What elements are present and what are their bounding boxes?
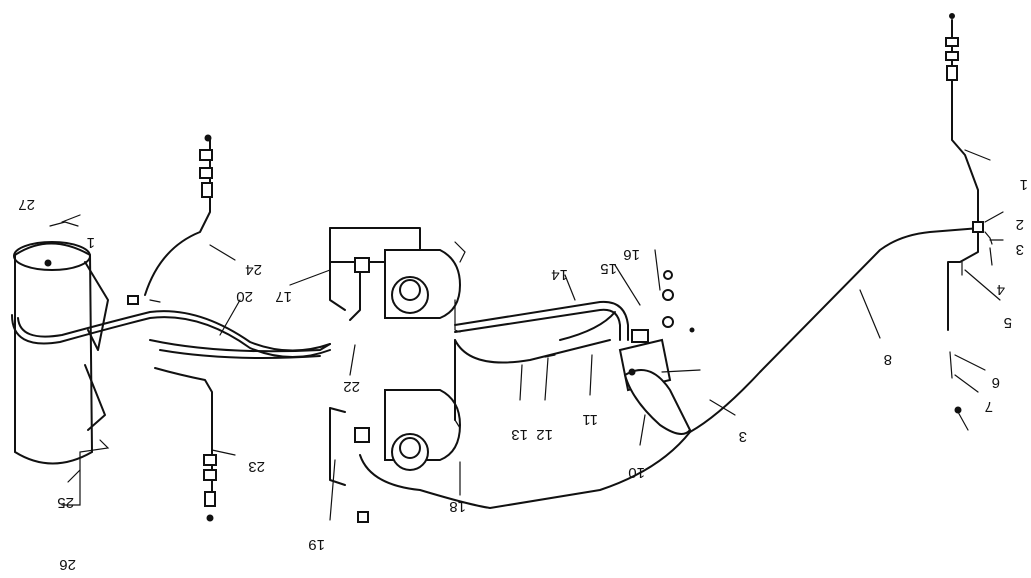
callout-18: 18	[449, 498, 466, 515]
callout-20: 20	[236, 288, 253, 305]
callout-3-right: 3	[1016, 241, 1024, 258]
callout-8: 8	[884, 351, 892, 368]
valve-assembly	[618, 270, 701, 435]
upper-brake-chamber	[329, 227, 466, 333]
pipe-14	[454, 300, 629, 341]
callout-7: 7	[985, 398, 993, 415]
callout-24: 24	[245, 261, 262, 278]
callout-2: 2	[1016, 216, 1024, 233]
callout-5: 5	[1004, 314, 1012, 331]
right-fitting-assembly	[945, 13, 993, 414]
lower-brake-chamber	[329, 389, 462, 523]
callout-22: 22	[343, 378, 360, 395]
callout-23: 23	[248, 458, 265, 475]
lines-11-13	[454, 311, 616, 421]
callout-3-center: 3	[739, 428, 747, 445]
line-18	[359, 431, 691, 509]
callout-labels: 27 1 24 20 17 22 14 15 16 11 12 13 10 3 …	[18, 176, 1028, 573]
air-tank	[13, 221, 110, 506]
callout-10: 10	[628, 464, 645, 481]
callout-25: 25	[57, 494, 74, 511]
callout-1-left: 1	[87, 234, 95, 251]
callout-12: 12	[536, 426, 553, 443]
callout-19: 19	[308, 536, 325, 553]
callout-15: 15	[600, 260, 617, 277]
callout-16: 16	[623, 246, 640, 263]
leader-lines	[61, 149, 1004, 521]
callout-13: 13	[511, 426, 528, 443]
hose-23	[154, 367, 217, 522]
callout-27: 27	[18, 196, 35, 213]
callout-14: 14	[551, 266, 568, 283]
callout-1-right: 1	[1020, 176, 1028, 193]
line-8	[689, 227, 981, 433]
callout-4: 4	[997, 281, 1005, 298]
callout-11: 11	[582, 411, 598, 428]
callout-26: 26	[59, 556, 76, 573]
main-air-hose	[11, 310, 331, 359]
callout-6: 6	[992, 374, 1000, 391]
hose-24	[127, 134, 213, 305]
callout-17: 17	[275, 288, 292, 305]
